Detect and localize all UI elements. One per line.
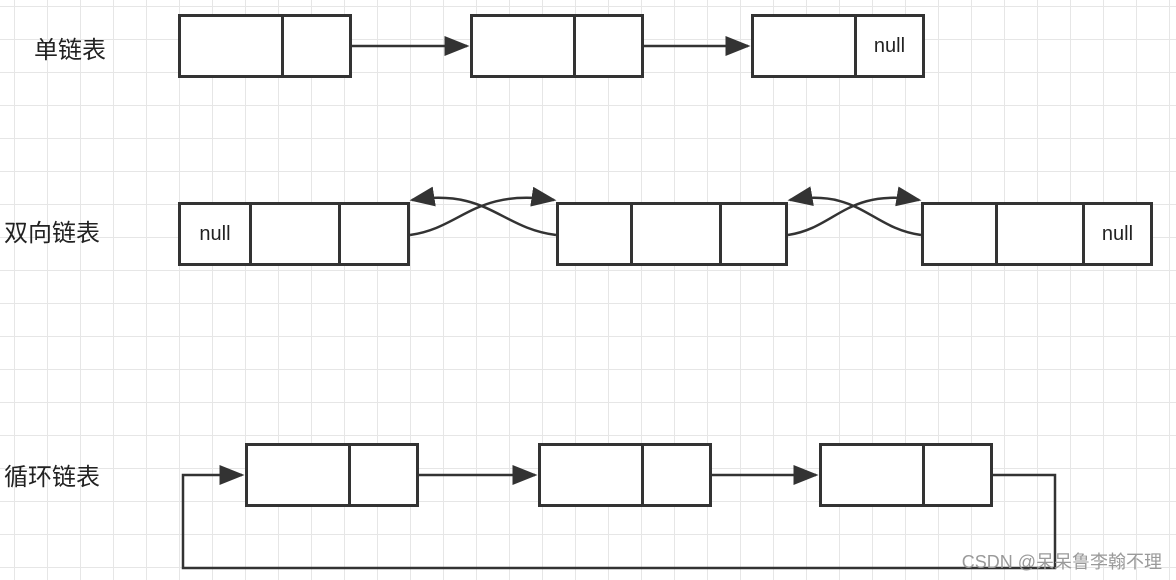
data-cell — [248, 446, 351, 504]
data-cell — [473, 17, 576, 75]
doubly-linked-list-label: 双向链表 — [4, 219, 100, 247]
singly-linked-list-label: 单链表 — [34, 36, 106, 64]
next-cell — [284, 17, 349, 75]
doubly-node-3: null — [921, 202, 1153, 266]
next-cell — [722, 205, 785, 263]
next-cell — [644, 446, 709, 504]
doubly-prev-link-1 — [409, 186, 557, 237]
next-cell — [341, 205, 407, 263]
next-cell — [925, 446, 990, 504]
doubly-next-link-1 — [409, 186, 557, 237]
circular-node-3 — [819, 443, 993, 507]
doubly-prev-link-2 — [787, 186, 922, 237]
data-cell — [998, 205, 1085, 263]
watermark-text: CSDN @呆呆鲁李翰不理 — [961, 552, 1162, 572]
prev-cell — [559, 205, 633, 263]
data-cell — [541, 446, 644, 504]
doubly-node-1: null — [178, 202, 410, 266]
singly-node-2 — [470, 14, 644, 78]
next-cell — [576, 17, 641, 75]
next-cell-null: null — [873, 34, 906, 57]
doubly-next-link-2 — [787, 186, 922, 237]
data-cell — [633, 205, 722, 263]
next-cell — [351, 446, 416, 504]
singly-node-3: null — [751, 14, 925, 78]
circular-linked-list-label: 循环链表 — [4, 463, 100, 491]
singly-node-1 — [178, 14, 352, 78]
data-cell — [754, 17, 857, 75]
next-cell-null: null — [1101, 222, 1134, 245]
prev-cell — [924, 205, 998, 263]
data-cell — [822, 446, 925, 504]
prev-cell-null: null — [181, 205, 252, 263]
circular-node-1 — [245, 443, 419, 507]
data-cell — [252, 205, 341, 263]
data-cell — [181, 17, 284, 75]
doubly-node-2 — [556, 202, 788, 266]
circular-node-2 — [538, 443, 712, 507]
